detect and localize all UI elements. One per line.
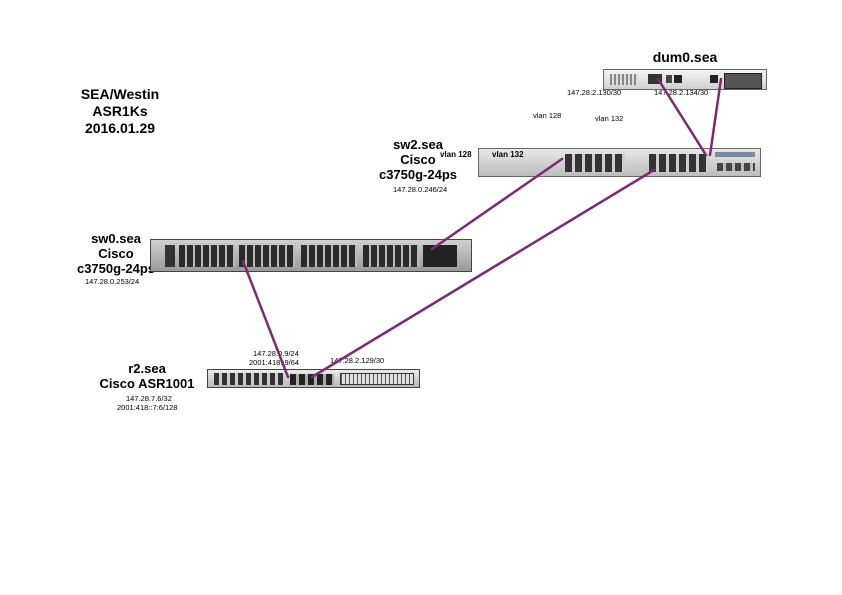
sw0-port-block-1 xyxy=(179,245,235,267)
r2-router[interactable] xyxy=(207,369,420,388)
sw2-switch[interactable] xyxy=(478,148,761,177)
sw2-vendor: Cisco xyxy=(400,152,436,167)
dum0-label: dum0.sea xyxy=(652,49,718,65)
sw0-vendor: Cisco xyxy=(98,246,134,261)
dum0-nic-right xyxy=(710,75,718,83)
sw2-uplink-ports xyxy=(717,163,755,171)
dum0-port xyxy=(666,75,672,83)
vlan-132-sw: vlan 132 xyxy=(492,150,524,159)
sw0-label: sw0.sea Cisco c3750g-24ps xyxy=(66,231,166,276)
link-dum0-sw2-b xyxy=(708,77,723,157)
sw0-uplink-ports xyxy=(423,245,457,267)
r2-link-ip6: 2001:418::9/64 xyxy=(249,358,300,367)
link-sw2-r2-v132 xyxy=(310,168,656,379)
sw0-ip: 147.28.0.253/24 xyxy=(85,277,140,286)
links xyxy=(241,77,723,379)
r2-model: Cisco ASR1001 xyxy=(99,376,195,391)
title-line-2: ASR1Ks xyxy=(92,103,148,119)
dum0-ip-left: 147.28.2.130/30 xyxy=(567,88,622,97)
link-dum0-sw2-a xyxy=(656,77,708,157)
diagram-title: SEA/Westin ASR1Ks 2016.01.29 xyxy=(60,86,180,137)
sw2-name: sw2.sea xyxy=(393,137,443,152)
r2-ip4: 147.28.7.6/32 xyxy=(126,394,172,403)
r2-ip6: 2001:418::7:6/128 xyxy=(117,403,178,412)
sw2-label: sw2.sea Cisco c3750g-24ps xyxy=(368,137,468,182)
sw2-model: c3750g-24ps xyxy=(378,167,458,182)
link-sw2-sw0-v128 xyxy=(430,157,564,251)
dum0-psu xyxy=(724,73,762,89)
sw0-model: c3750g-24ps xyxy=(76,261,156,276)
vlan-128-sw: vlan 128 xyxy=(440,150,472,159)
r2-link-ip-sw2: 147.28.2.129/30 xyxy=(330,356,385,365)
dum0-vent xyxy=(610,74,638,85)
sw0-name: sw0.sea xyxy=(91,231,141,246)
sw0-fan xyxy=(165,245,175,267)
dum0-server[interactable] xyxy=(603,69,767,90)
link-sw0-r2 xyxy=(241,259,290,379)
r2-ports xyxy=(290,374,334,385)
sw0-port-block-2 xyxy=(239,245,295,267)
vlan-128-top: vlan 128 xyxy=(533,111,562,120)
sw2-logo-badge xyxy=(715,152,755,157)
title-line-3: 2016.01.29 xyxy=(84,120,156,136)
sw0-port-block-3 xyxy=(301,245,357,267)
r2-name: r2.sea xyxy=(128,361,166,376)
sw0-switch[interactable] xyxy=(150,239,472,272)
r2-label: r2.sea Cisco ASR1001 xyxy=(92,361,202,391)
dum0-port-block xyxy=(648,74,662,84)
dum0-ip-right: 147.28.2.134/30 xyxy=(654,88,709,97)
sw0-port-block-4 xyxy=(363,245,419,267)
r2-blank-slot xyxy=(340,373,414,385)
r2-modules xyxy=(214,373,284,385)
title-line-1: SEA/Westin xyxy=(80,86,160,102)
r2-link-ip4: 147.28.0.9/24 xyxy=(253,349,299,358)
dum0-nic-left xyxy=(674,75,682,83)
sw2-port-group-1 xyxy=(565,154,625,172)
vlan-132-top: vlan 132 xyxy=(595,114,624,123)
sw2-ip: 147.28.0.246/24 xyxy=(393,185,448,194)
sw2-port-group-2 xyxy=(649,154,709,172)
